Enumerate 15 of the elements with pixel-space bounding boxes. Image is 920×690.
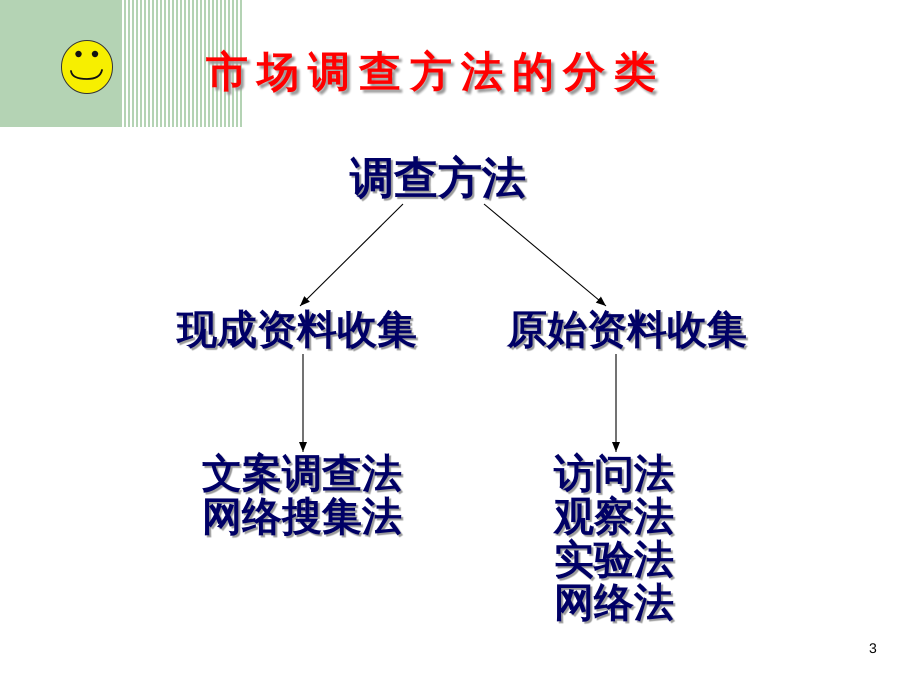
root-label: 调查方法: [350, 154, 526, 204]
arrow: [300, 204, 404, 306]
category-label: 现成资料收集: [177, 306, 417, 354]
method-label: 网络搜集法: [202, 495, 402, 538]
method-label: 网络法: [554, 581, 674, 624]
method-label: 观察法: [554, 495, 674, 538]
title: 市场调查方法的分类: [206, 46, 665, 98]
arrow: [299, 354, 307, 452]
page-number: 3: [869, 640, 877, 656]
arrow: [484, 204, 606, 306]
category-label: 原始资料收集: [507, 306, 747, 354]
method-label: 访问法: [554, 452, 674, 495]
arrow: [612, 354, 620, 452]
method-label: 文案调查法: [202, 452, 402, 495]
method-label: 实验法: [554, 538, 674, 581]
